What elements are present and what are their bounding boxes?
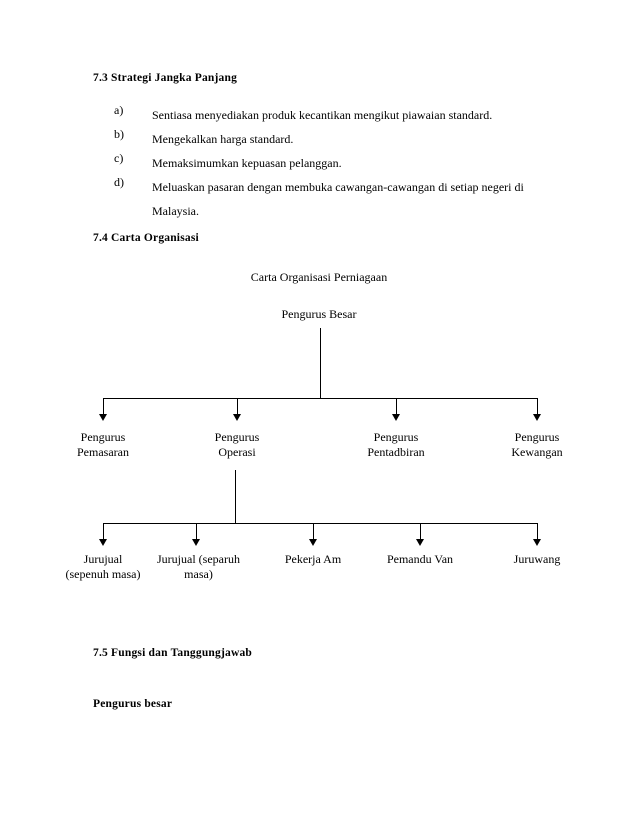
connector-level2-stem-4	[537, 398, 538, 415]
chart-node-pengurus-pentadbiran: Pengurus Pentadbiran	[341, 430, 451, 460]
section-heading-7-5: 7.5 Fungsi dan Tanggungjawab	[93, 647, 253, 659]
chart-node-label-line1: Pengurus	[514, 430, 560, 444]
arrow-head-icon	[533, 539, 541, 546]
arrow-head-icon	[533, 414, 541, 421]
arrow-head-icon	[99, 414, 107, 421]
arrow-head-icon	[416, 539, 424, 546]
connector-level2-stem-2	[237, 398, 238, 415]
list-marker: d)	[114, 175, 124, 189]
chart-node-root: Pengurus Besar	[281, 307, 357, 321]
section-heading-7-3: 7.3 Strategi Jangka Panjang	[93, 72, 238, 84]
list-marker: c)	[114, 151, 124, 165]
organisation-chart: Carta Organisasi Perniagaan Pengurus Bes…	[48, 270, 592, 582]
connector-operasi-stem	[235, 470, 236, 523]
chart-node-label-line2: Operasi	[218, 445, 256, 459]
list-item-text: Mengekalkan harga standard.	[152, 132, 294, 146]
connector-level2-stem-3	[396, 398, 397, 415]
chart-node-pekerja-am: Pekerja Am	[258, 552, 368, 567]
list-item-text: Sentiasa menyediakan produk kecantikan m…	[152, 108, 493, 122]
chart-node-label-line1: Jurujual	[83, 552, 123, 566]
section-heading-7-4: 7.4 Carta Organisasi	[93, 232, 199, 244]
chart-node-label-line2: Pemasaran	[77, 445, 129, 459]
list-item: a) Sentiasa menyediakan produk kecantika…	[0, 103, 638, 127]
connector-level2-stem-1	[103, 398, 104, 415]
connector-level3-stem-1	[103, 523, 104, 540]
chart-node-label-line1: Pengurus	[214, 430, 260, 444]
list-marker: b)	[114, 127, 124, 141]
connector-level3-stem-3	[313, 523, 314, 540]
list-item: c) Memaksimumkan kepuasan pelanggan.	[0, 151, 638, 175]
arrow-head-icon	[309, 539, 317, 546]
chart-node-label-line1: Pengurus	[80, 430, 126, 444]
chart-node-pengurus-kewangan: Pengurus Kewangan	[482, 430, 592, 460]
connector-level3-stem-2	[196, 523, 197, 540]
chart-node-label-line2: Pentadbiran	[367, 445, 425, 459]
arrow-head-icon	[392, 414, 400, 421]
chart-node-label-line1: Pemandu Van	[386, 552, 454, 566]
chart-node-label-line1: Pengurus	[373, 430, 419, 444]
list-marker: a)	[114, 103, 124, 117]
arrow-head-icon	[99, 539, 107, 546]
list-item-text: Memaksimumkan kepuasan pelanggan.	[152, 156, 342, 170]
connector-level2-bus	[103, 398, 538, 399]
chart-node-label-line2: masa)	[184, 567, 213, 581]
list-item: b) Mengekalkan harga standard.	[0, 127, 638, 151]
list-item: d) Meluaskan pasaran dengan membuka cawa…	[0, 175, 638, 223]
strategy-list: a) Sentiasa menyediakan produk kecantika…	[0, 103, 638, 223]
arrow-head-icon	[233, 414, 241, 421]
connector-level3-bus	[103, 523, 538, 524]
chart-node-pengurus-operasi: Pengurus Operasi	[182, 430, 292, 460]
chart-node-label-line2: (sepenuh masa)	[65, 567, 141, 581]
chart-node-pemandu-van: Pemandu Van	[365, 552, 475, 567]
chart-node-label-line1: Jurujual (separuh	[157, 552, 240, 566]
chart-node-label-line2: Kewangan	[511, 445, 563, 459]
chart-node-label-line1: Juruwang	[513, 552, 561, 566]
chart-node-jurujual-sepenuh-masa: Jurujual (sepenuh masa)	[48, 552, 158, 582]
list-item-text: Meluaskan pasaran dengan membuka cawanga…	[152, 180, 524, 218]
chart-title: Carta Organisasi Perniagaan	[250, 270, 388, 284]
connector-level3-stem-4	[420, 523, 421, 540]
chart-node-jurujual-separuh-masa: Jurujual (separuh masa)	[141, 552, 256, 582]
connector-level3-stem-5	[537, 523, 538, 540]
subheading-pengurus-besar: Pengurus besar	[93, 698, 173, 710]
chart-node-juruwang: Juruwang	[482, 552, 592, 567]
chart-node-label-line1: Pekerja Am	[284, 552, 342, 566]
chart-node-pengurus-pemasaran: Pengurus Pemasaran	[48, 430, 158, 460]
connector-root-stem	[320, 328, 321, 398]
arrow-head-icon	[192, 539, 200, 546]
